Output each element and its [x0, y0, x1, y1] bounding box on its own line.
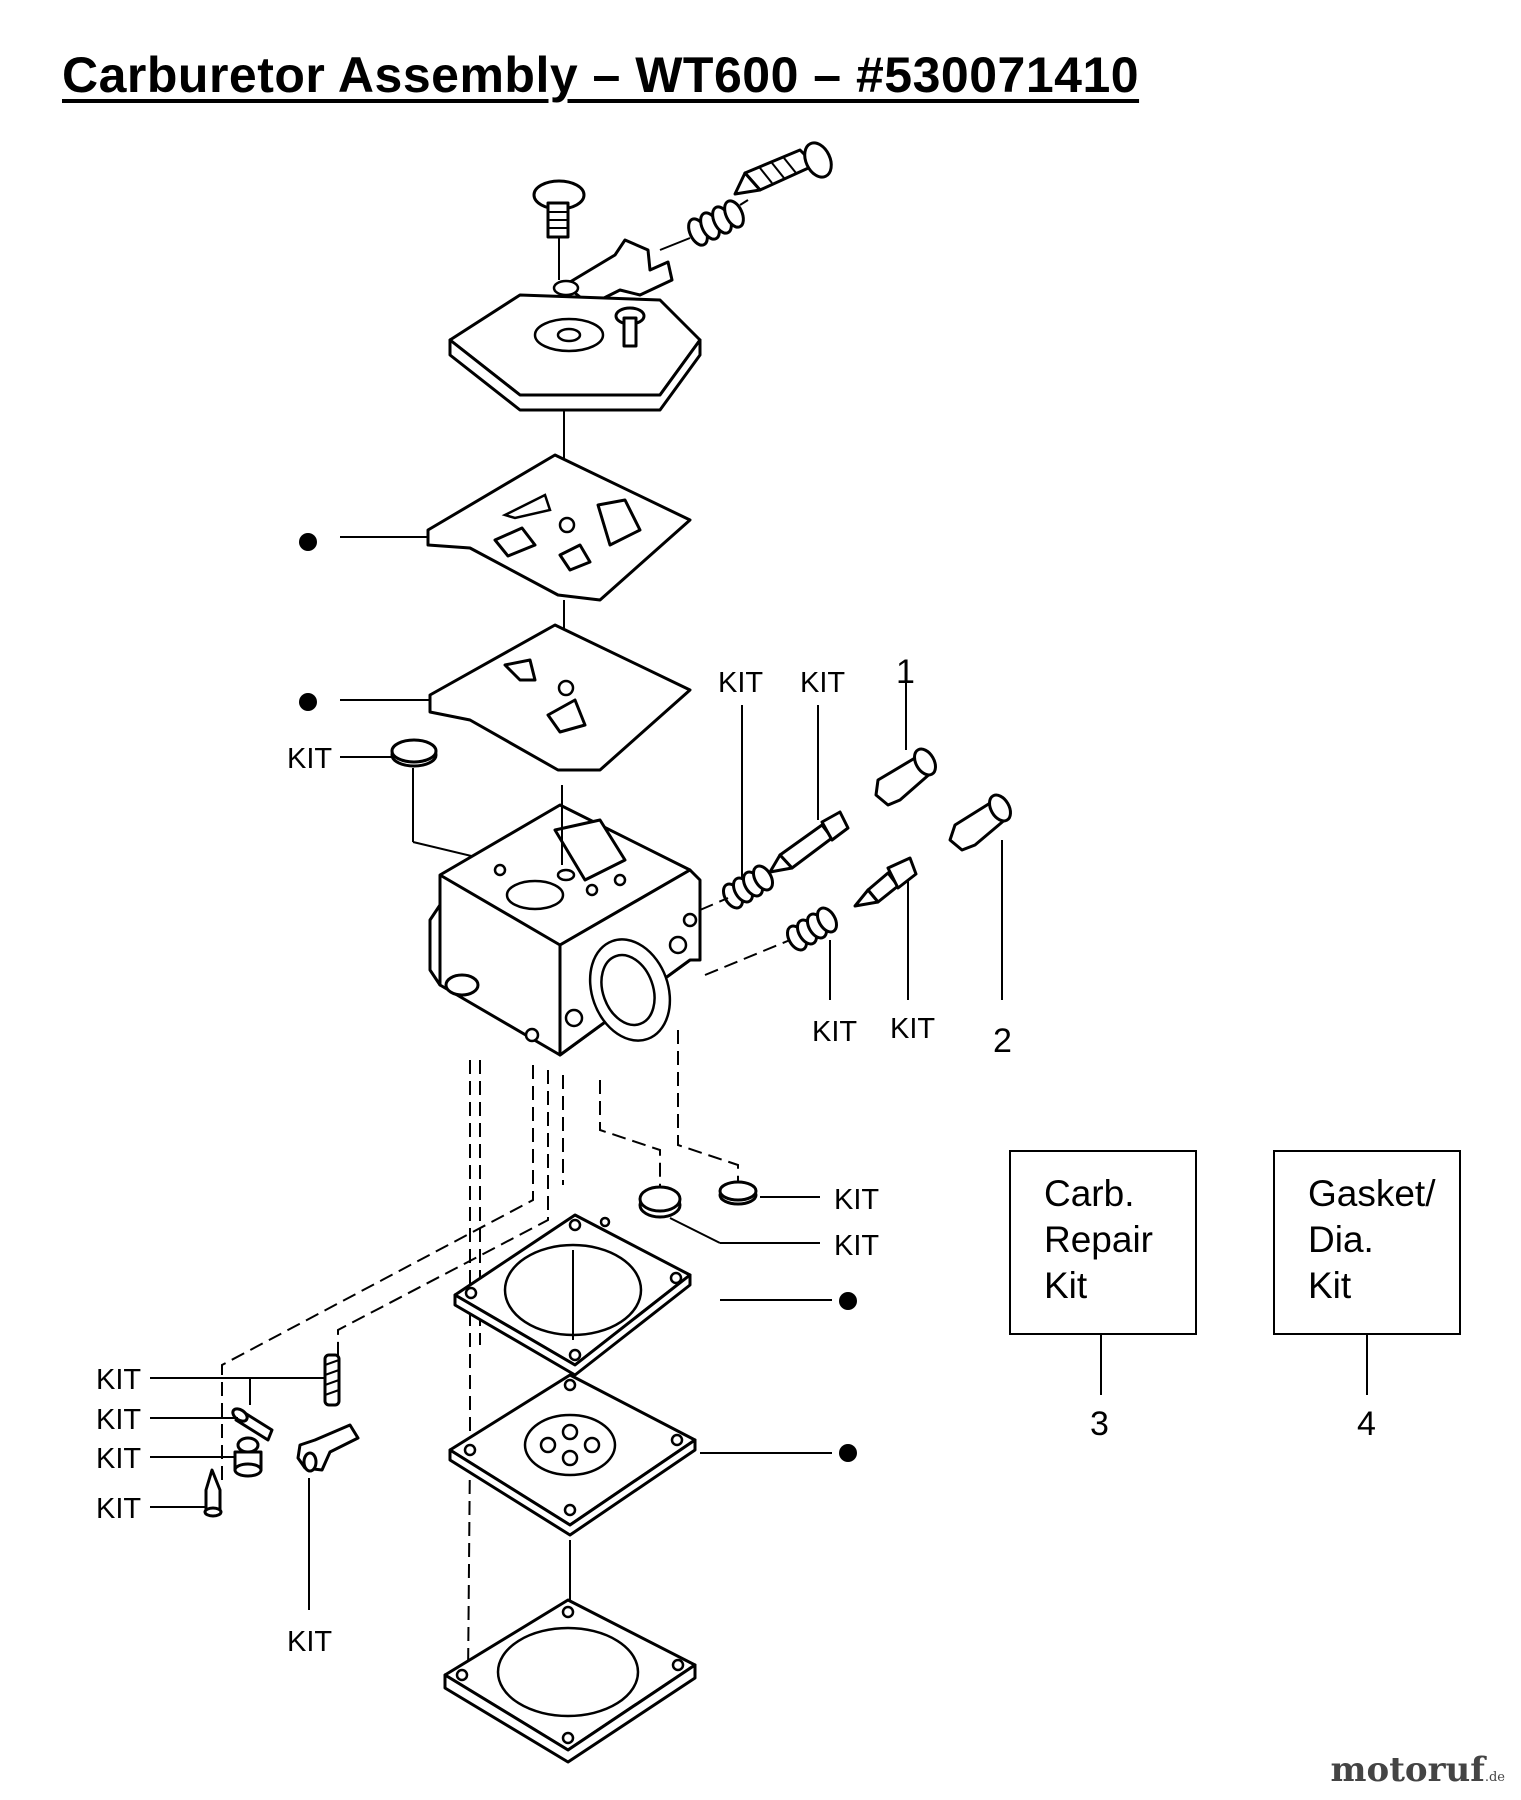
kit-label: KIT: [718, 667, 763, 699]
idle-needle: [768, 810, 850, 874]
main-spring: [786, 906, 838, 952]
kit-label: KIT: [834, 1230, 879, 1262]
kit-label: KIT: [834, 1184, 879, 1216]
watermark-brand: motoruf: [1330, 1750, 1485, 1790]
metering-diaphragm: [428, 623, 692, 772]
filter-screen: [390, 738, 438, 768]
metering-cover: [448, 293, 702, 412]
kit-dot: [299, 533, 317, 551]
kit-label: KIT: [890, 1013, 935, 1045]
kit-dot: [299, 693, 317, 711]
pump-diaphragm: [448, 1373, 697, 1537]
lever-pin: [231, 1407, 274, 1442]
limiter-cap-1: [874, 747, 937, 807]
kit-box-line: Kit: [1044, 1265, 1088, 1306]
carburetor-body: [428, 803, 702, 1057]
inlet-screen: [718, 1180, 758, 1206]
page-title: Carburetor Assembly – WT600 – #530071410: [62, 47, 1140, 103]
kit-label: KIT: [287, 1626, 332, 1658]
ref-number-1: 1: [896, 653, 915, 691]
inlet-needle: [203, 1468, 223, 1518]
watermark-tld: .de: [1484, 1770, 1505, 1785]
kit-box-line: Repair: [1044, 1219, 1153, 1260]
kit-label: KIT: [812, 1016, 857, 1048]
pump-cover: [443, 1598, 697, 1764]
welch-plug: [638, 1185, 682, 1219]
inlet-control-lever: [296, 1423, 360, 1473]
kit-label: KIT: [96, 1404, 141, 1436]
watermark-logo: motoruf.de: [1331, 1750, 1505, 1790]
carb-repair-kit-box: Carb. Repair Kit: [1009, 1150, 1197, 1335]
kit-dot: [839, 1292, 857, 1310]
kit-label: KIT: [96, 1443, 141, 1475]
kit-box-line: Dia.: [1308, 1219, 1374, 1260]
ref-number-2: 2: [993, 1022, 1012, 1060]
idle-spring: [722, 864, 774, 910]
kit-box-line: Kit: [1308, 1265, 1352, 1306]
kit-label: KIT: [96, 1493, 141, 1525]
adjusting-needle: [733, 141, 833, 196]
pin-screw: [233, 1436, 263, 1478]
inlet-spring: [323, 1353, 341, 1407]
gasket-diaphragm-kit-box: Gasket/ Dia. Kit: [1273, 1150, 1461, 1335]
ref-number-4: 4: [1357, 1405, 1376, 1443]
kit-label: KIT: [287, 743, 332, 775]
kit-label: KIT: [96, 1364, 141, 1396]
main-needle: [853, 856, 918, 908]
kit-label: KIT: [800, 667, 845, 699]
metering-gasket: [426, 453, 692, 602]
kit-box-line: Gasket/: [1308, 1173, 1436, 1214]
kit-box-line: Carb.: [1044, 1173, 1134, 1214]
ref-number-3: 3: [1090, 1405, 1109, 1443]
lever: [552, 238, 674, 307]
limiter-cap-2: [948, 793, 1012, 852]
top-screw: [532, 179, 586, 239]
needle-spring: [687, 199, 745, 247]
kit-dot: [839, 1444, 857, 1462]
